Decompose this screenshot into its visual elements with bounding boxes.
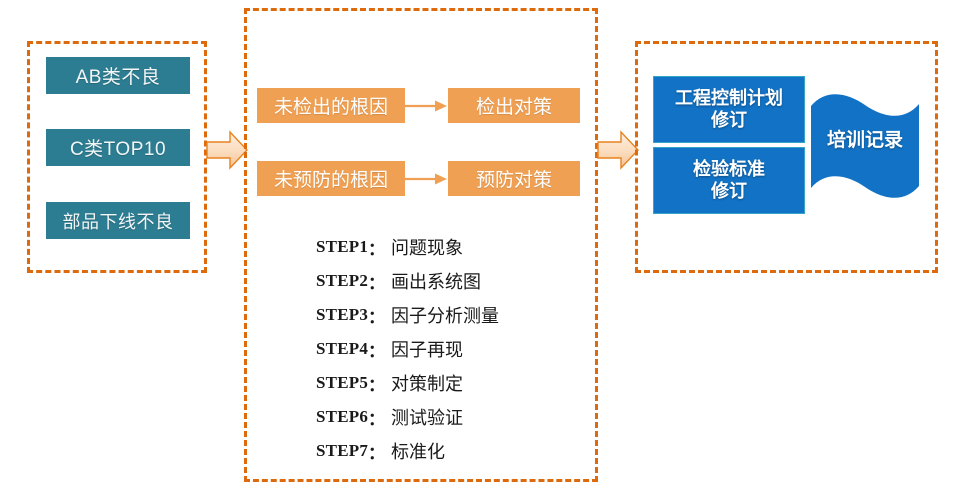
inputs-group-panel bbox=[27, 41, 207, 273]
arrow-undetected-to-detection bbox=[404, 99, 448, 113]
step-list-item: STEP1 ： 问题现象 bbox=[316, 230, 586, 264]
step-key: STEP4 bbox=[316, 339, 369, 358]
step-value: 问题现象 bbox=[391, 238, 464, 258]
step-separator: ： bbox=[368, 341, 386, 361]
step-list-item: STEP3 ： 因子分析测量 bbox=[316, 298, 586, 332]
step-list-item: STEP2 ： 画出系统图 bbox=[316, 264, 586, 298]
step-key: STEP3 bbox=[316, 305, 369, 324]
analysis-box-unprevented-root-cause-label: 未预防的根因 bbox=[273, 170, 388, 191]
output-box-inspection-standard-revision-line1: 检验标准 bbox=[693, 159, 765, 180]
step-key: STEP1 bbox=[316, 237, 369, 256]
training-record-banner-icon[interactable] bbox=[808, 92, 922, 204]
step-value: 画出系统图 bbox=[391, 272, 482, 292]
step-key: STEP6 bbox=[316, 407, 369, 426]
connector-arrow-inputs-to-analysis bbox=[206, 130, 248, 170]
analysis-box-undetected-root-cause-label: 未检出的根因 bbox=[273, 97, 388, 118]
analysis-box-detection-countermeasure[interactable]: 检出对策 bbox=[448, 88, 580, 123]
step-list-item: STEP7 ： 标准化 bbox=[316, 434, 586, 468]
step-list-item: STEP5 ： 对策制定 bbox=[316, 366, 586, 400]
analysis-box-prevention-countermeasure-label: 预防对策 bbox=[475, 170, 552, 191]
analysis-box-unprevented-root-cause[interactable]: 未预防的根因 bbox=[257, 161, 405, 196]
input-box-ab-defects[interactable]: AB类不良 bbox=[46, 57, 190, 94]
output-box-control-plan-revision-line2: 修订 bbox=[711, 109, 747, 130]
step-key: STEP7 bbox=[316, 441, 369, 460]
analysis-group-panel bbox=[244, 8, 598, 482]
analysis-box-detection-countermeasure-label: 检出对策 bbox=[475, 97, 552, 118]
step-value: 因子再现 bbox=[391, 340, 464, 360]
step-list-item: STEP6 ： 测试验证 bbox=[316, 400, 586, 434]
output-box-inspection-standard-revision-line2: 修订 bbox=[711, 180, 747, 201]
step-separator: ： bbox=[368, 239, 386, 259]
step-separator: ： bbox=[368, 307, 386, 327]
step-value: 因子分析测量 bbox=[391, 306, 500, 326]
input-box-ab-defects-label: AB类不良 bbox=[75, 67, 161, 88]
step-list: STEP1 ： 问题现象 STEP2 ： 画出系统图 STEP3 ： 因子分析测… bbox=[316, 230, 586, 468]
step-separator: ： bbox=[368, 409, 386, 429]
step-key: STEP2 bbox=[316, 271, 369, 290]
step-separator: ： bbox=[368, 273, 386, 293]
output-box-inspection-standard-revision[interactable]: 检验标准 修订 bbox=[653, 147, 805, 214]
analysis-box-undetected-root-cause[interactable]: 未检出的根因 bbox=[257, 88, 405, 123]
input-box-part-offline-defects[interactable]: 部品下线不良 bbox=[46, 202, 190, 239]
input-box-part-offline-defects-label: 部品下线不良 bbox=[62, 211, 174, 232]
step-key: STEP5 bbox=[316, 373, 369, 392]
step-list-item: STEP4 ： 因子再现 bbox=[316, 332, 586, 366]
step-separator: ： bbox=[368, 443, 386, 463]
arrow-unprevented-to-prevention bbox=[404, 172, 448, 186]
outputs-group-panel bbox=[635, 41, 938, 273]
step-value: 标准化 bbox=[391, 442, 446, 462]
step-value: 对策制定 bbox=[391, 374, 464, 394]
output-box-control-plan-revision-line1: 工程控制计划 bbox=[675, 88, 783, 109]
step-value: 测试验证 bbox=[391, 408, 464, 428]
input-box-c-top10[interactable]: C类TOP10 bbox=[46, 129, 190, 166]
connector-arrow-analysis-to-outputs bbox=[597, 130, 639, 170]
output-box-control-plan-revision[interactable]: 工程控制计划 修订 bbox=[653, 76, 805, 143]
step-separator: ： bbox=[368, 375, 386, 395]
analysis-box-prevention-countermeasure[interactable]: 预防对策 bbox=[448, 161, 580, 196]
input-box-c-top10-label: C类TOP10 bbox=[69, 139, 167, 160]
